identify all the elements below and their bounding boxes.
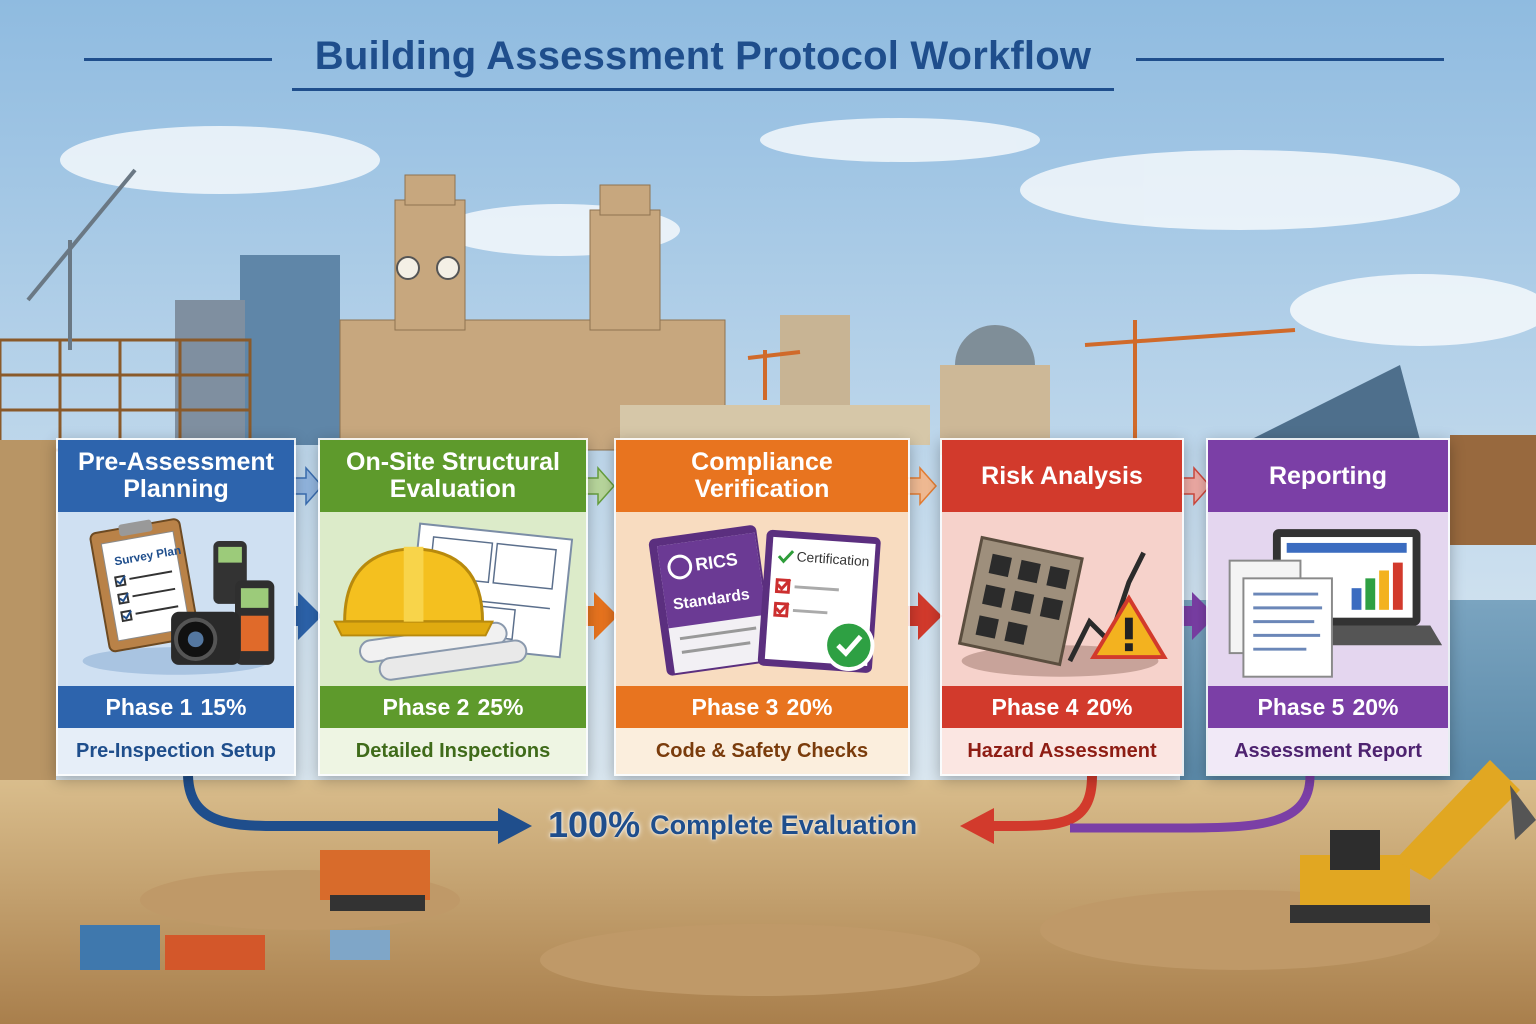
phase-number: Phase 1 xyxy=(105,693,193,720)
phase-number: Phase 4 xyxy=(991,693,1079,720)
phase-card-reporting: Reporting Phase 5 20% Assessment Report xyxy=(1206,438,1450,776)
phase-subtitle: Hazard Assessment xyxy=(942,728,1182,774)
title-rule-right xyxy=(1136,58,1444,61)
phase-card-risk-analysis: Risk Analysis Phase 4 20% Hazard Assessm… xyxy=(940,438,1184,776)
phase-illustration xyxy=(1208,512,1448,686)
phase-illustration xyxy=(320,512,586,686)
hardhat-blueprint-icon xyxy=(333,522,574,681)
phase-label: Phase 5 20% xyxy=(1208,686,1448,728)
phase-label: Phase 3 20% xyxy=(616,686,908,728)
phase-percent: 20% xyxy=(1086,693,1133,720)
total-label: Complete Evaluation xyxy=(650,809,918,840)
phase-subtitle: Pre-Inspection Setup xyxy=(58,728,294,774)
certification-label: Certification xyxy=(796,548,870,569)
phase-illustration: Survey Plan xyxy=(58,512,294,686)
phase-number: Phase 3 xyxy=(691,693,779,720)
phase-subtitle: Detailed Inspections xyxy=(320,728,586,774)
phase-percent: 25% xyxy=(477,693,524,720)
phase-label: Phase 1 15% xyxy=(58,686,294,728)
phase-title: On-Site Structural Evaluation xyxy=(320,440,586,512)
phase-number: Phase 2 xyxy=(382,693,470,720)
total-evaluation: 100% Complete Evaluation xyxy=(548,802,948,848)
phase-percent: 20% xyxy=(786,693,833,720)
phase-label: Phase 2 25% xyxy=(320,686,586,728)
title-block: Building Assessment Protocol Workflow xyxy=(0,30,1536,91)
laptop-report-icon xyxy=(1228,529,1443,678)
phase-title: Risk Analysis xyxy=(942,440,1182,512)
phase-illustration xyxy=(942,512,1182,686)
phase-title: Compliance Verification xyxy=(616,440,908,512)
phase-percent: 15% xyxy=(200,693,247,720)
phase-illustration: RICS Standards Certification xyxy=(616,512,908,686)
phase-percent: 20% xyxy=(1352,693,1399,720)
clipboard-camera-icon: Survey Plan xyxy=(82,518,275,675)
standards-certification-icon: RICS Standards Certification xyxy=(648,525,881,676)
phase-title: Reporting xyxy=(1208,440,1448,512)
phase-subtitle: Code & Safety Checks xyxy=(616,728,908,774)
phase-label: Phase 4 20% xyxy=(942,686,1182,728)
title-rule-left xyxy=(84,58,272,61)
phase-card-structural-evaluation: On-Site Structural Evaluation Phase 2 25… xyxy=(318,438,588,776)
total-percent: 100% xyxy=(548,804,641,845)
cracked-building-warning-icon xyxy=(957,535,1168,677)
phase-title: Pre-Assessment Planning xyxy=(58,440,294,512)
phase-subtitle: Assessment Report xyxy=(1208,728,1448,774)
phase-card-pre-assessment: Pre-Assessment Planning Survey Plan xyxy=(56,438,296,776)
phase-number: Phase 5 xyxy=(1257,693,1345,720)
phase-card-compliance: Compliance Verification RICS Standards C… xyxy=(614,438,910,776)
title-underline xyxy=(292,88,1114,91)
page-title: Building Assessment Protocol Workflow xyxy=(314,34,1092,78)
